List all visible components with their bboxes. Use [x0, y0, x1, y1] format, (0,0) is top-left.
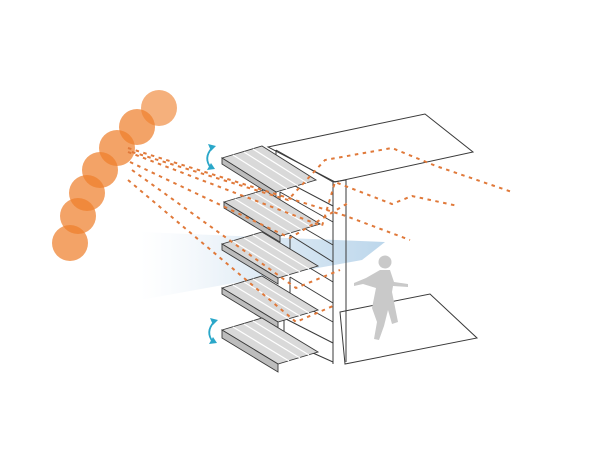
louver-4	[220, 275, 320, 329]
ray-4	[129, 161, 349, 240]
louver-2	[222, 189, 322, 243]
rotation-arrow-bottom-icon	[208, 318, 218, 344]
ray-1	[127, 147, 411, 241]
floor-plane	[339, 293, 479, 365]
rotation-arrow-top-icon	[206, 144, 216, 170]
standing-person-icon	[354, 255, 408, 340]
louver-5	[220, 317, 320, 373]
ray-6	[127, 179, 334, 324]
ray-5	[131, 169, 341, 290]
louver-1	[220, 145, 318, 199]
sun-position-1	[52, 225, 88, 261]
light-rays	[127, 146, 513, 324]
sun-position-7	[141, 90, 177, 126]
sun-path	[52, 90, 177, 261]
ray-3	[131, 146, 513, 202]
louver-3	[220, 231, 320, 285]
